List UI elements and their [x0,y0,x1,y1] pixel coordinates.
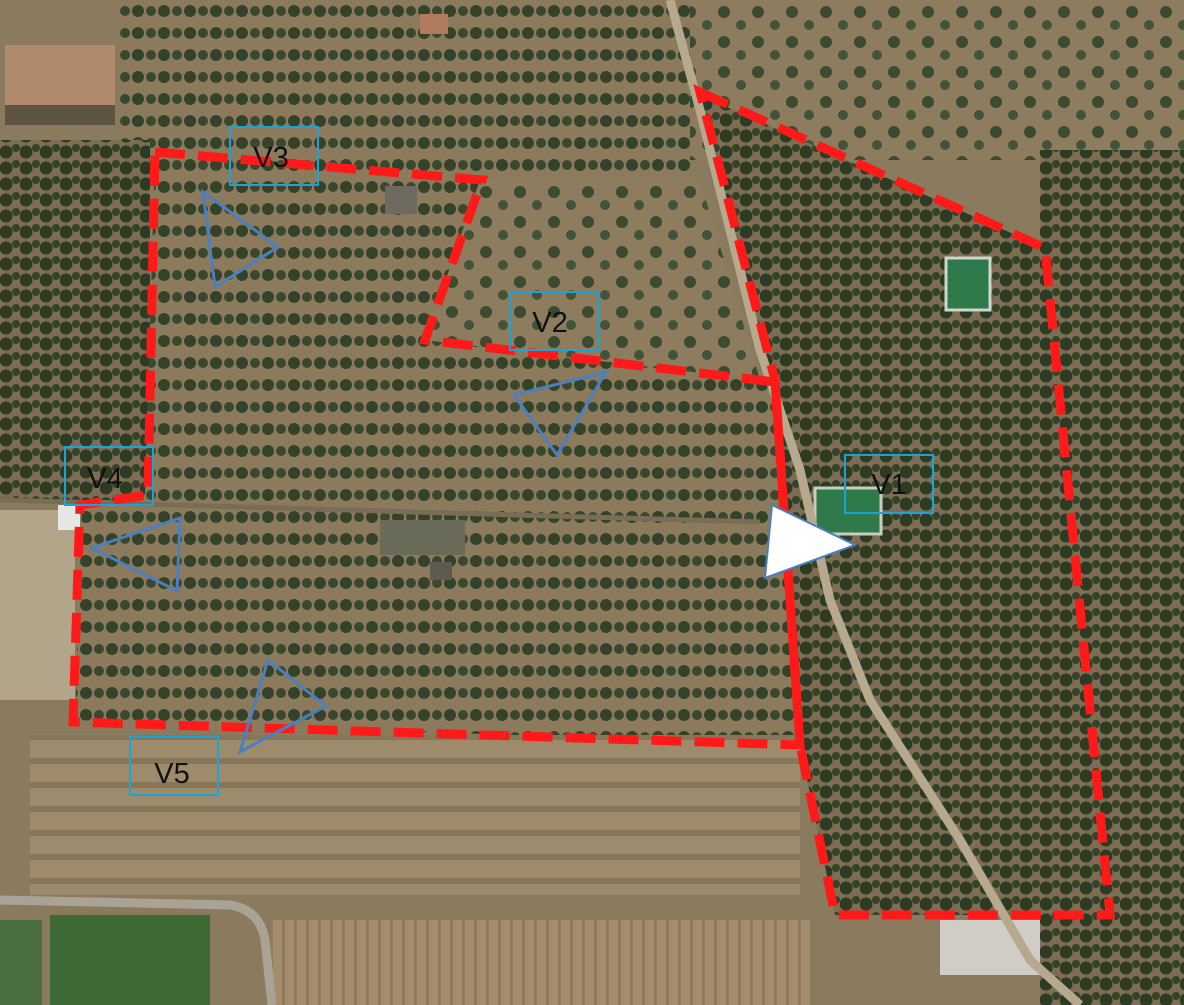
viewpoint-label-v3[interactable]: V3 [229,126,319,186]
viewpoint-marker-v2[interactable] [511,369,610,458]
parcel-boundary-west [68,147,805,750]
building-shadow [5,105,115,125]
orchard-north [120,0,690,180]
building-small-north [420,14,448,34]
orchard-parcel-east [700,95,1110,915]
viewpoint-label-text: V3 [253,142,288,174]
viewpoint-label-text: V1 [871,469,906,501]
viewpoint-label-v1[interactable]: V1 [844,454,934,514]
viewpoint-label-text: V5 [154,758,189,790]
yard-west [0,510,75,700]
building-roof-northwest [5,45,115,107]
dirt-track [665,0,1084,1005]
field-south [30,735,800,895]
viewpoint-label-v2[interactable]: V2 [509,291,599,351]
parcel-boundary-east [693,84,1115,920]
farm-structure [430,562,452,580]
building-west [58,505,80,530]
farmhouse [380,520,465,555]
orchard-parcel-north [425,180,760,380]
viewpoint-marker-v5[interactable] [237,657,329,756]
track-west [0,497,761,525]
grass-field [50,915,210,1005]
viewpoint-label-v4[interactable]: V4 [64,446,154,506]
water-pond-north [944,256,992,312]
viewpoint-marker-v4[interactable] [88,515,182,594]
orchard-parcel-west [75,152,800,745]
viewpoint-marker-v3[interactable] [201,188,281,290]
grass-field-small [0,920,42,1005]
viewpoint-label-text: V4 [87,463,122,495]
orchard-west [0,140,150,500]
viewpoint-marker-v1[interactable] [763,503,858,580]
field-plowed [270,920,810,1005]
viewpoint-label-text: V2 [532,307,567,339]
water-pond-east [813,486,883,536]
viewpoint-label-v5[interactable]: V5 [129,736,219,796]
building-shed [385,186,417,214]
road-south [0,895,277,1005]
